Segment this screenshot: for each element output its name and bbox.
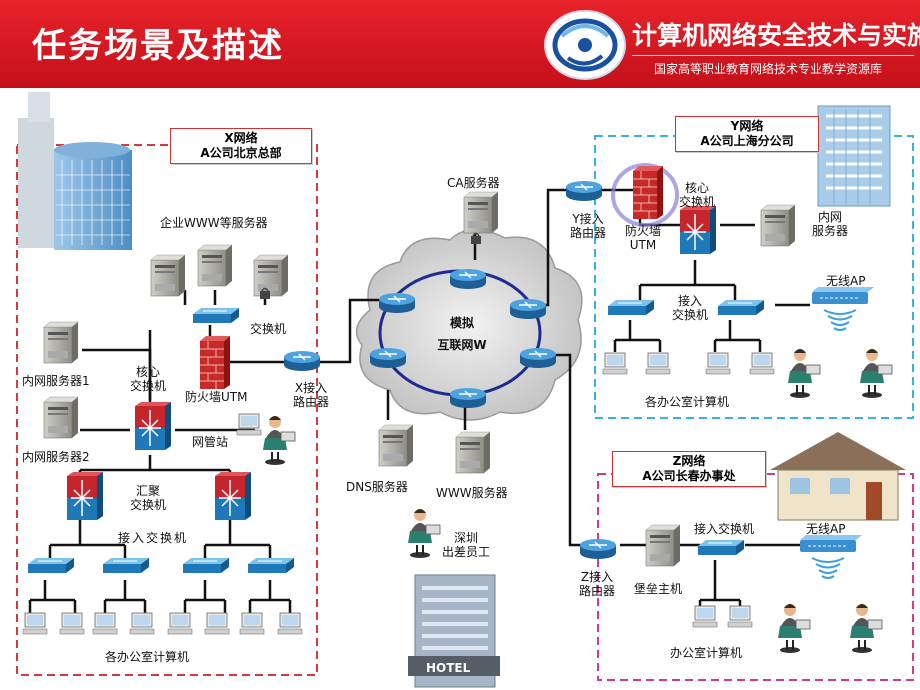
traveler-line1: 深圳 bbox=[453, 531, 479, 545]
traveler-line2: 出差员工 bbox=[441, 545, 491, 559]
course-title: 计算机网络安全技术与实施 bbox=[632, 21, 920, 50]
y-intranet-server-line1: 内网 bbox=[817, 210, 843, 224]
z-wireless-ap-label: 无线AP bbox=[806, 522, 846, 536]
z-site-name: A公司长春办事处 bbox=[642, 469, 736, 483]
page-title: 任务场景及描述 bbox=[32, 26, 284, 66]
cloud-label-line1: 模拟 bbox=[449, 316, 474, 330]
y-site-name: A公司上海分公司 bbox=[700, 134, 794, 148]
aggregation-line1: 汇聚 bbox=[135, 484, 161, 498]
x-network-label: X网络 A公司北京总部 bbox=[170, 128, 312, 164]
y-access-switch-label: 接入 交换机 bbox=[672, 294, 708, 322]
y-office-pcs-label: 各办公室计算机 bbox=[645, 395, 730, 409]
y-firewall-line1: 防火墙 bbox=[624, 224, 662, 238]
y-core-switch-line1: 核心 bbox=[684, 181, 710, 195]
hq-building-icon bbox=[18, 92, 132, 250]
changchun-house-icon bbox=[770, 432, 906, 521]
y-intranet-server-label: 内网 服务器 bbox=[812, 210, 848, 238]
ca-server-label: CA服务器 bbox=[447, 176, 500, 190]
z-router-line1: Z接入 bbox=[580, 570, 614, 584]
dns-server-label: DNS服务器 bbox=[346, 480, 408, 494]
z-network-label: Z网络 A公司长春办事处 bbox=[612, 451, 766, 487]
x-access-switch-label: 接入交换机 bbox=[118, 531, 189, 545]
y-core-switch-line2: 交换机 bbox=[678, 195, 716, 209]
y-access-switch-line2: 交换机 bbox=[671, 308, 709, 322]
x-switch-label: 交换机 bbox=[250, 322, 287, 336]
y-firewall-label: 防火墙 UTM bbox=[625, 224, 661, 252]
cloud-label-line2: 互联网W bbox=[437, 338, 487, 352]
course-logo-icon bbox=[544, 10, 626, 80]
network-diagram bbox=[16, 92, 914, 688]
traveler-label: 深圳 出差员工 bbox=[442, 531, 490, 559]
z-router-line2: 路由器 bbox=[578, 584, 616, 598]
y-net-name: Y网络 bbox=[730, 119, 764, 133]
x-router-line1: X接入 bbox=[294, 381, 328, 395]
aggregation-line2: 交换机 bbox=[129, 498, 167, 512]
z-access-switch-label: 接入交换机 bbox=[694, 522, 755, 536]
y-network-label: Y网络 A公司上海分公司 bbox=[675, 116, 819, 152]
hotel-sign: HOTEL bbox=[426, 661, 471, 675]
hotel-building-icon bbox=[408, 574, 500, 688]
cloud-label: 模拟 互联网W bbox=[437, 316, 486, 352]
shanghai-building-icon bbox=[817, 105, 891, 207]
x-core-switch-line1: 核心 bbox=[135, 365, 161, 379]
bastion-host-label: 堡垒主机 bbox=[634, 582, 683, 596]
z-router-label: Z接入 路由器 bbox=[579, 570, 615, 598]
nms-label: 网管站 bbox=[192, 435, 229, 449]
y-intranet-server-line2: 服务器 bbox=[811, 224, 849, 238]
x-router-line2: 路由器 bbox=[292, 395, 330, 409]
x-firewall-label: 防火墙UTM bbox=[185, 390, 248, 404]
y-wireless-ap-label: 无线AP bbox=[826, 274, 866, 288]
intranet-server2-label: 内网服务器2 bbox=[22, 450, 90, 464]
enterprise-servers-label: 企业WWW等服务器 bbox=[160, 216, 268, 230]
header-divider bbox=[632, 55, 914, 56]
x-core-switch-line2: 交换机 bbox=[129, 379, 167, 393]
z-office-pcs-label: 办公室计算机 bbox=[670, 646, 743, 660]
x-office-pcs-label: 各办公室计算机 bbox=[105, 650, 190, 664]
aggregation-switch-label: 汇聚 交换机 bbox=[130, 484, 166, 512]
y-router-line2: 路由器 bbox=[569, 226, 607, 240]
www-server-label: WWW服务器 bbox=[436, 486, 508, 500]
intranet-server1-label: 内网服务器1 bbox=[22, 374, 90, 388]
x-router-label: X接入 路由器 bbox=[293, 381, 329, 409]
header-bar: 任务场景及描述 计算机网络安全技术与实施 国家高等职业教育网络技术专业教学资源库 bbox=[0, 0, 920, 88]
course-subtitle: 国家高等职业教育网络技术专业教学资源库 bbox=[654, 62, 883, 76]
y-core-switch-label: 核心 交换机 bbox=[679, 181, 715, 209]
x-site-name: A公司北京总部 bbox=[200, 146, 282, 160]
y-access-switch-line1: 接入 bbox=[677, 294, 703, 308]
y-router-label: Y接入 路由器 bbox=[570, 212, 606, 240]
y-firewall-line2: UTM bbox=[629, 238, 657, 252]
x-net-name: X网络 bbox=[224, 131, 258, 145]
y-router-line1: Y接入 bbox=[572, 212, 604, 226]
x-core-switch-label: 核心 交换机 bbox=[130, 365, 166, 393]
z-net-name: Z网络 bbox=[672, 454, 706, 468]
